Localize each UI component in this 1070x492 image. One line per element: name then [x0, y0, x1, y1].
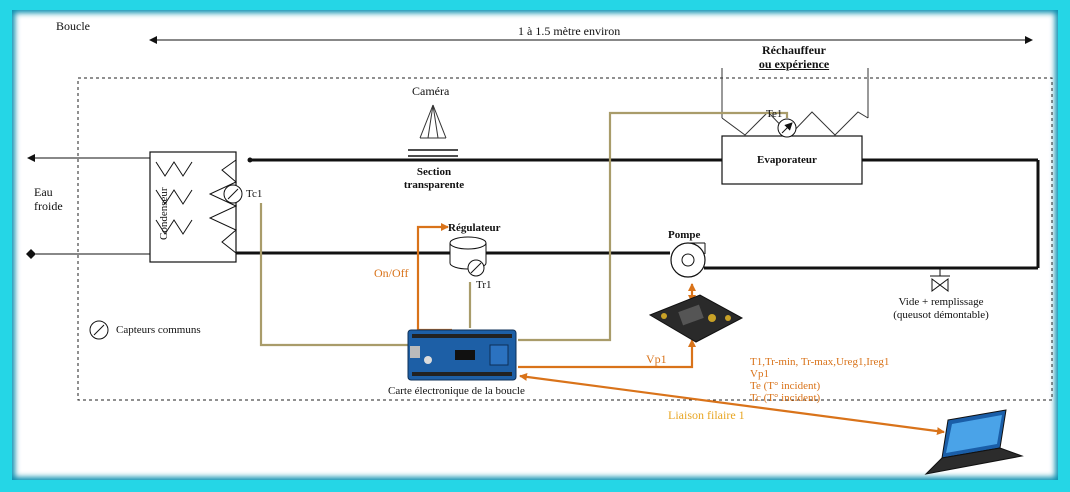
pump-label: Pompe: [668, 229, 701, 241]
sensor-te1-icon: [777, 118, 797, 138]
drain-label: Vide + remplissage (queusot démontable): [893, 296, 989, 321]
common-sensors-label: Capteurs communs: [116, 324, 201, 336]
legend-sensor-icon: [89, 320, 109, 340]
transparent-section-label: Section transparente: [403, 166, 465, 191]
camera-icon: [408, 104, 458, 157]
wire-vp1: [518, 339, 696, 369]
drain-valve-icon: [930, 268, 950, 292]
board-label: Carte électronique de la boucle: [388, 385, 525, 397]
sensor-tc1-label: Tc1: [246, 188, 263, 200]
signals-list: T1,Tr-min, Tr-max,Ureg1,Ireg1 Vp1 Te (T°…: [750, 356, 890, 404]
wire-link-label: Liaison filaire 1: [668, 408, 745, 422]
sensor-te1-label: Te1: [766, 108, 783, 120]
diagram-title: Boucle: [56, 19, 90, 33]
condenser-label: Condenseur: [158, 187, 170, 240]
vp1-label: Vp1: [646, 352, 667, 366]
sensor-tr1-label: Tr1: [476, 279, 492, 291]
evaporator-box: [721, 135, 863, 185]
wire-onoff: [416, 223, 452, 332]
regulator-label: Régulateur: [448, 222, 501, 234]
pump-driver-board: [648, 294, 744, 343]
cold-water-label: Eau froide: [34, 185, 63, 213]
laptop-icon: [924, 409, 1024, 475]
camera-label: Caméra: [412, 84, 450, 98]
dimension-label: 1 à 1.5 mètre environ: [518, 24, 621, 38]
electronic-board: [407, 329, 517, 381]
sensor-tc1-icon: [223, 184, 243, 204]
evaporator-label: Evaporateur: [757, 154, 817, 166]
pump-icon: [670, 242, 706, 278]
heater-label: Réchauffeur ou expérience: [758, 43, 830, 71]
on-off-label: On/Off: [374, 266, 409, 280]
heater-coil: [721, 111, 869, 136]
condenser-box: [149, 151, 238, 263]
wire-tc1: [259, 203, 410, 347]
wire-te1: [518, 111, 789, 342]
sensor-tr1-icon: [467, 259, 485, 277]
wire-laptop-link: [519, 372, 945, 436]
